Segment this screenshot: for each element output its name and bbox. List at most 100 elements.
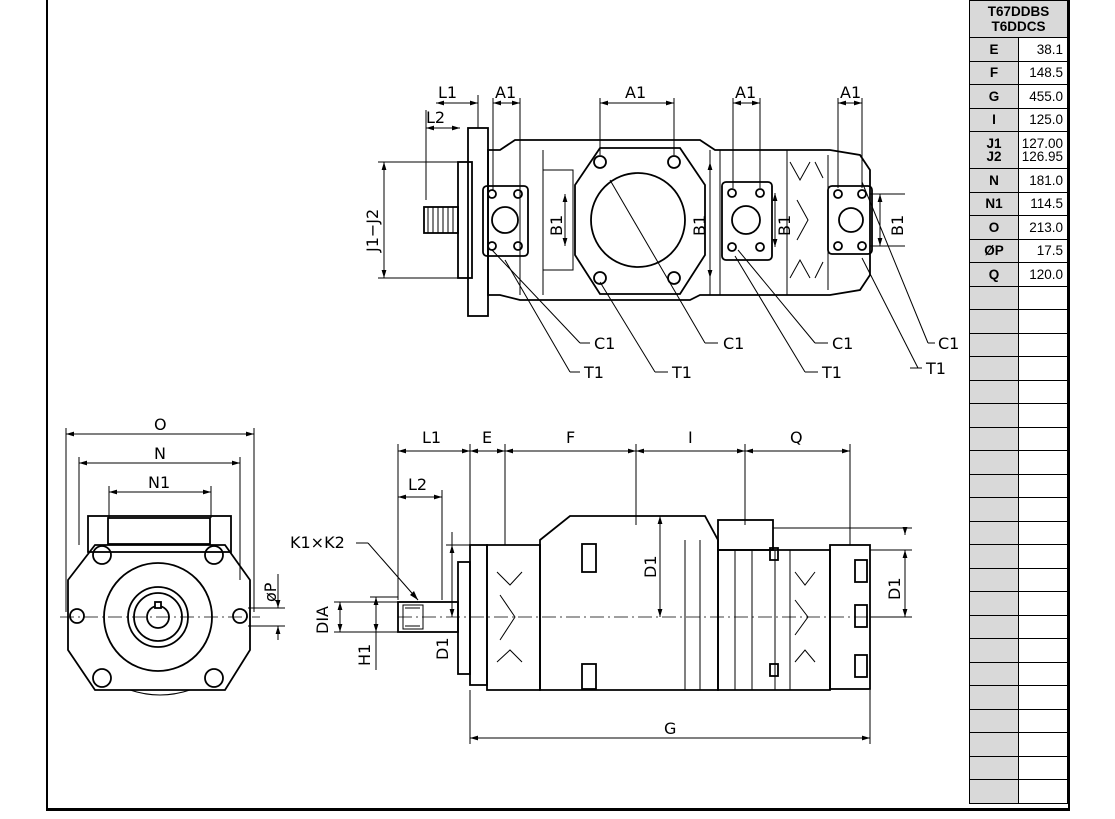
spec-value-empty [1018, 356, 1068, 381]
spec-value-empty [1018, 614, 1068, 639]
spec-key-empty [969, 685, 1019, 710]
label-t1-3: T1 [821, 363, 842, 382]
spec-value-empty [1018, 661, 1068, 686]
spec-row-empty [969, 544, 1068, 569]
end-view [60, 428, 285, 696]
spec-row-empty [969, 473, 1068, 498]
spec-key-empty [969, 379, 1019, 404]
label-n: N [154, 444, 166, 463]
spec-row-empty [969, 614, 1068, 639]
spec-value-empty [1018, 544, 1068, 569]
spec-value: 114.5 [1018, 191, 1068, 216]
spec-row-empty [969, 497, 1068, 522]
label-b1-1: B1 [547, 215, 566, 236]
label-c1-2: C1 [723, 334, 744, 353]
spec-value-empty [1018, 473, 1068, 498]
spec-key: E [969, 37, 1019, 62]
spec-key: F [969, 60, 1019, 85]
spec-key-empty [969, 520, 1019, 545]
spec-key-empty [969, 567, 1019, 592]
spec-value-empty [1018, 708, 1068, 733]
spec-value-empty [1018, 567, 1068, 592]
spec-value-empty [1018, 732, 1068, 757]
spec-row-empty [969, 661, 1068, 686]
top-view-labels: L1 L2 A1 A1 A1 A1 J1−J2 B1 B1 B1 B1 C1 C… [363, 83, 959, 382]
spec-value-empty [1018, 285, 1068, 310]
spec-key-empty [969, 661, 1019, 686]
spec-key-empty [969, 332, 1019, 357]
label-b1-4: B1 [888, 215, 907, 236]
spec-value-empty [1018, 755, 1068, 780]
spec-row-empty [969, 332, 1068, 357]
spec-value-empty [1018, 638, 1068, 663]
spec-row-empty [969, 356, 1068, 381]
label-d1-shaft: D1 [433, 638, 452, 661]
label-i: I [688, 428, 693, 447]
spec-key: N1 [969, 191, 1019, 216]
spec-key-empty [969, 450, 1019, 475]
label-l2-top: L2 [426, 108, 445, 127]
spec-header-line1: T67DDBS [987, 4, 1050, 19]
label-a1-1: A1 [495, 83, 516, 102]
spec-row-empty [969, 379, 1068, 404]
label-o: O [154, 415, 167, 434]
spec-row-empty [969, 638, 1068, 663]
label-d1-mid: D1 [641, 556, 660, 579]
spec-key-empty [969, 497, 1019, 522]
label-b1-2: B1 [690, 215, 709, 236]
spec-row-empty [969, 732, 1068, 757]
spec-row-empty [969, 591, 1068, 616]
spec-value-empty [1018, 497, 1068, 522]
spec-key-empty [969, 356, 1019, 381]
side-view [334, 444, 912, 744]
label-a1-3: A1 [735, 83, 756, 102]
label-j1-j2: J1−J2 [363, 209, 382, 253]
spec-row-empty [969, 755, 1068, 780]
spec-value: 213.0 [1018, 215, 1068, 240]
spec-key-empty [969, 309, 1019, 334]
spec-row-empty [969, 779, 1068, 804]
label-t1-1: T1 [583, 363, 604, 382]
label-l2-side: L2 [408, 475, 427, 494]
spec-value-empty [1018, 685, 1068, 710]
spec-value-empty [1018, 309, 1068, 334]
spec-row-empty [969, 567, 1068, 592]
spec-value: 148.5 [1018, 60, 1068, 85]
label-t1-2: T1 [671, 363, 692, 382]
spec-value: 181.0 [1018, 168, 1068, 193]
spec-key-empty [969, 473, 1019, 498]
spec-value: 120.0 [1018, 262, 1068, 287]
label-c1-3: C1 [832, 334, 853, 353]
spec-header-line2: T6DDCS [991, 19, 1046, 34]
spec-row-empty [969, 426, 1068, 451]
spec-value-empty [1018, 450, 1068, 475]
spec-value-empty [1018, 379, 1068, 404]
label-a1-4: A1 [840, 83, 861, 102]
spec-row-empty [969, 403, 1068, 428]
spec-key: G [969, 84, 1019, 109]
spec-row-empty [969, 520, 1068, 545]
spec-value-empty [1018, 332, 1068, 357]
spec-row-empty [969, 708, 1068, 733]
spec-value: 17.5 [1018, 238, 1068, 263]
spec-key-empty [969, 614, 1019, 639]
spec-key-empty [969, 591, 1019, 616]
label-a1-2: A1 [625, 83, 646, 102]
side-view-labels: L1 E F I Q L2 G D1 D1 D1 DIA H1 K1×K2 [290, 428, 904, 738]
spec-key-empty [969, 285, 1019, 310]
label-n1: N1 [148, 473, 170, 492]
spec-key-empty [969, 544, 1019, 569]
label-c1-1: C1 [594, 334, 615, 353]
label-g: G [664, 719, 676, 738]
